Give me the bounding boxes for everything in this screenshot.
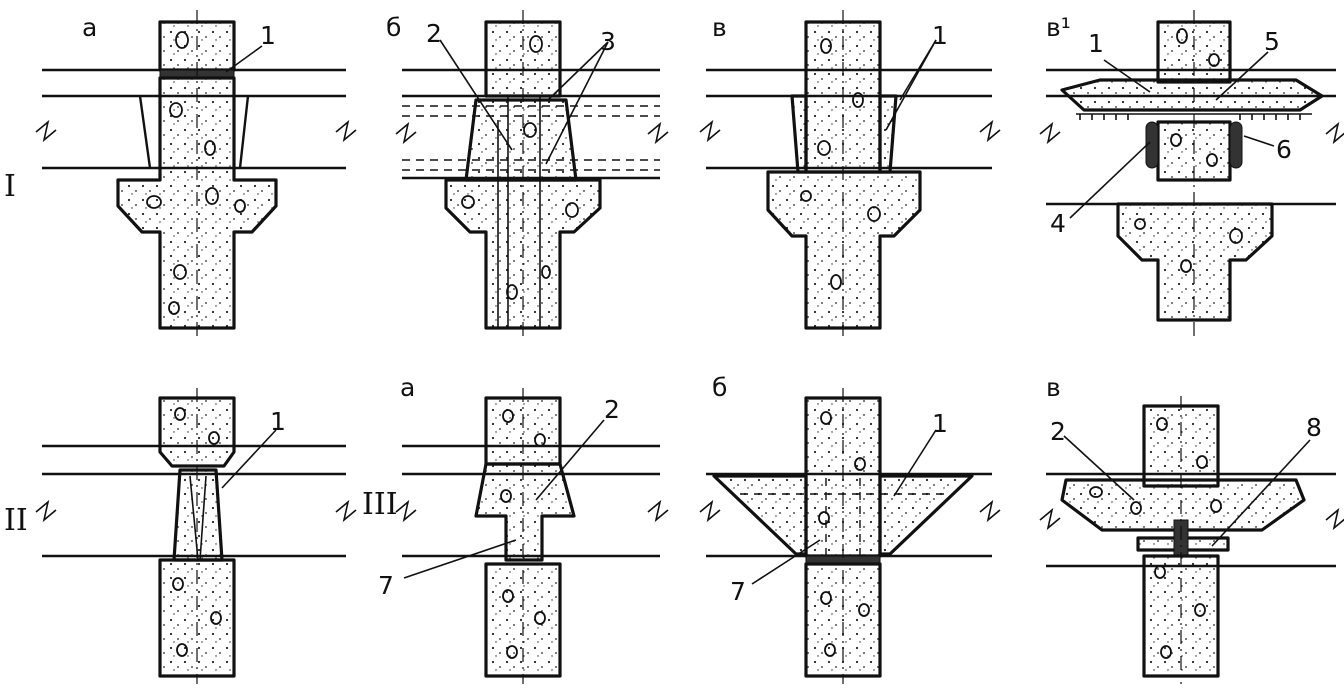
grout-wedge-right [878, 94, 898, 174]
break-mark-left [395, 499, 417, 523]
leader-1 [225, 45, 263, 73]
break-mark-left [35, 499, 57, 523]
callout-6: 6 [1276, 135, 1292, 164]
haunch-right [878, 474, 974, 556]
leader-4 [1069, 141, 1151, 219]
pebbles [818, 411, 870, 657]
callout-4: 4 [1050, 209, 1066, 238]
panel-3a: III а 2 7 [362, 373, 669, 684]
panel-label-3b: б [712, 373, 727, 402]
callout-2: 2 [426, 19, 442, 48]
break-mark-right [647, 499, 669, 523]
pebbles [461, 35, 579, 300]
callout-1: 1 [932, 21, 948, 50]
leader-5 [1215, 51, 1269, 101]
callout-1: 1 [260, 21, 276, 50]
pebbles [1089, 417, 1222, 659]
break-mark-left [699, 499, 721, 523]
panel-label-1b: б [386, 13, 401, 42]
break-mark-right [335, 499, 357, 523]
callout-8: 8 [1306, 413, 1322, 442]
pebbles [500, 409, 546, 659]
pebbles [146, 31, 246, 315]
break-mark-left [1039, 507, 1061, 531]
callout-2: 2 [604, 395, 620, 424]
pebbles [1134, 28, 1243, 273]
break-mark-left [699, 119, 721, 143]
leader-8 [1211, 439, 1311, 547]
weld-clip-right [1229, 121, 1243, 169]
leader-6 [1243, 135, 1275, 147]
callout-1: 1 [270, 407, 286, 436]
leader-1 [221, 429, 277, 489]
beam-end-left [138, 95, 250, 169]
leader-3a [547, 41, 609, 101]
panel-1a: а 1 [35, 10, 357, 340]
lower-column-with-console [766, 170, 922, 330]
panel-label-1a: а [82, 13, 97, 42]
break-mark-right [1325, 507, 1344, 531]
panel-3c: в 2 8 [1039, 373, 1344, 684]
leader-2 [439, 39, 513, 151]
panel-label-1d: в¹ [1046, 13, 1071, 42]
capital-slab [1060, 478, 1306, 532]
break-mark-right [979, 119, 1001, 143]
callout-3: 3 [600, 27, 616, 56]
panel-1c: в 1 [699, 10, 1001, 340]
callout-1: 1 [932, 409, 948, 438]
callout-1: 1 [1088, 29, 1104, 58]
panel-1b: б 2 3 [386, 10, 669, 340]
leader-1 [893, 429, 937, 497]
break-mark-left [395, 121, 417, 145]
grout-fill [464, 98, 578, 182]
leader-3b [545, 41, 609, 165]
panel-2: 1 [35, 388, 357, 684]
panel-label-3a: а [400, 373, 415, 402]
upper-column [484, 20, 562, 98]
leader-1 [1103, 59, 1151, 93]
break-mark-left [35, 119, 57, 143]
row-label-ii: II [4, 503, 28, 538]
leader-7 [751, 539, 821, 585]
panel-3b: б 1 7 [699, 373, 1001, 684]
break-mark-right [335, 119, 357, 143]
grout-wedge-left [790, 94, 808, 174]
lower-column-with-console [1116, 202, 1274, 322]
break-mark-right [647, 121, 669, 145]
leader-2 [535, 419, 605, 501]
panel-1d: в¹ 1 5 6 4 [1039, 10, 1344, 340]
leader-7 [403, 539, 517, 579]
tenon-socket [172, 468, 224, 562]
panel-label-1c: в [712, 13, 727, 42]
upper-column [1142, 404, 1220, 488]
leader-2 [1063, 435, 1135, 501]
break-mark-right [1325, 121, 1344, 145]
callout-5: 5 [1264, 27, 1280, 56]
pebbles [172, 407, 222, 657]
break-mark-right [979, 499, 1001, 523]
leader-1b [899, 39, 937, 101]
panel-label-3c: в [1046, 373, 1061, 402]
steel-cap-plate [1060, 78, 1324, 112]
row-label-i: I [4, 169, 16, 204]
callout-2: 2 [1050, 417, 1066, 446]
pebbles [800, 38, 881, 290]
haunch-left [712, 474, 808, 556]
break-mark-left [1039, 121, 1061, 145]
capital-block [474, 462, 576, 562]
callout-7: 7 [378, 571, 394, 600]
upper-column-with-socket [158, 396, 236, 468]
callout-7: 7 [730, 577, 746, 606]
row-label-iii: III [362, 487, 398, 522]
